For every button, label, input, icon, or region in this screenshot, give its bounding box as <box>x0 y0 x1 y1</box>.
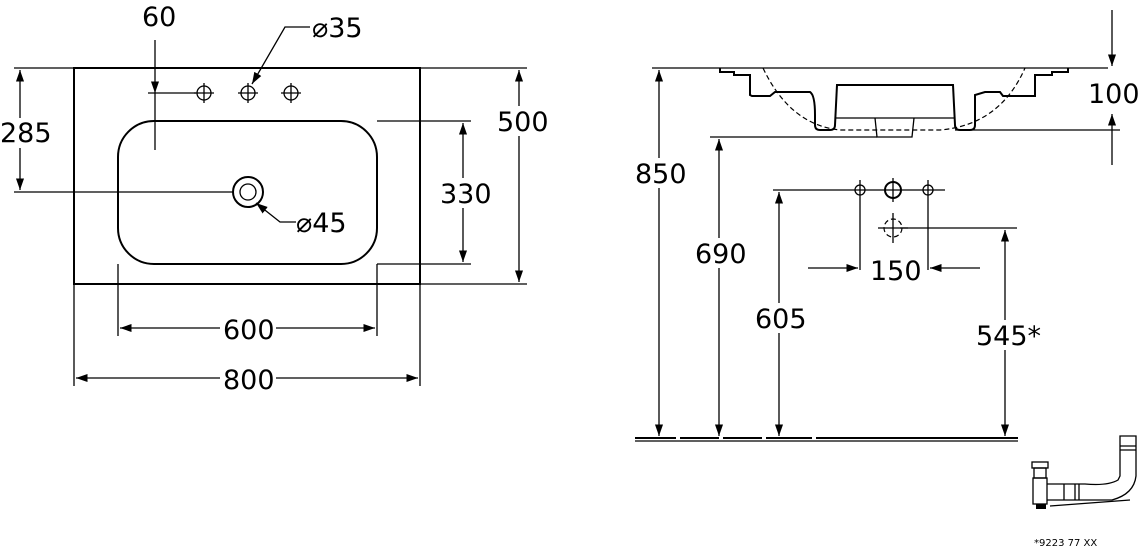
dim-depth: 500 <box>497 107 549 138</box>
drain-icon <box>232 176 264 208</box>
side-view: 100 850 690 605 150 545* <box>634 10 1140 442</box>
dim-basin-depth: 330 <box>440 179 492 210</box>
washbasin-outline <box>73 67 421 285</box>
washbasin-profile <box>719 68 1069 131</box>
dim-height-total: 850 <box>635 159 687 190</box>
dim-tap-holes-height: 605 <box>755 304 807 335</box>
dim-drain-pos: 285 <box>0 118 52 149</box>
tap-hole-icon <box>238 83 258 103</box>
tap-hole-icon <box>281 83 301 103</box>
tap-hole-icon <box>884 178 902 202</box>
dim-basin-width: 600 <box>223 315 275 346</box>
dim-drain-hole: ⌀45 <box>296 208 347 239</box>
top-view: 60 ⌀35 285 ⌀45 500 330 600 800 <box>0 2 549 396</box>
dim-hole-spacing: 150 <box>870 256 922 287</box>
tap-hole-icon <box>194 83 214 103</box>
article-number: *9223 77 XX <box>1034 538 1097 548</box>
tap-hole-icon <box>922 180 934 270</box>
dim-thickness: 100 <box>1088 79 1140 110</box>
dim-tap-hole: ⌀35 <box>312 13 363 44</box>
dim-drain-height: 545* <box>976 321 1041 352</box>
tap-holes <box>194 83 301 103</box>
dim-width: 800 <box>223 365 275 396</box>
dim-tap-offset: 60 <box>142 2 176 33</box>
dim-underside: 690 <box>695 239 747 270</box>
siphon-accessory-icon: *9223 77 XX <box>1031 435 1137 548</box>
tap-hole-icon <box>854 180 866 270</box>
